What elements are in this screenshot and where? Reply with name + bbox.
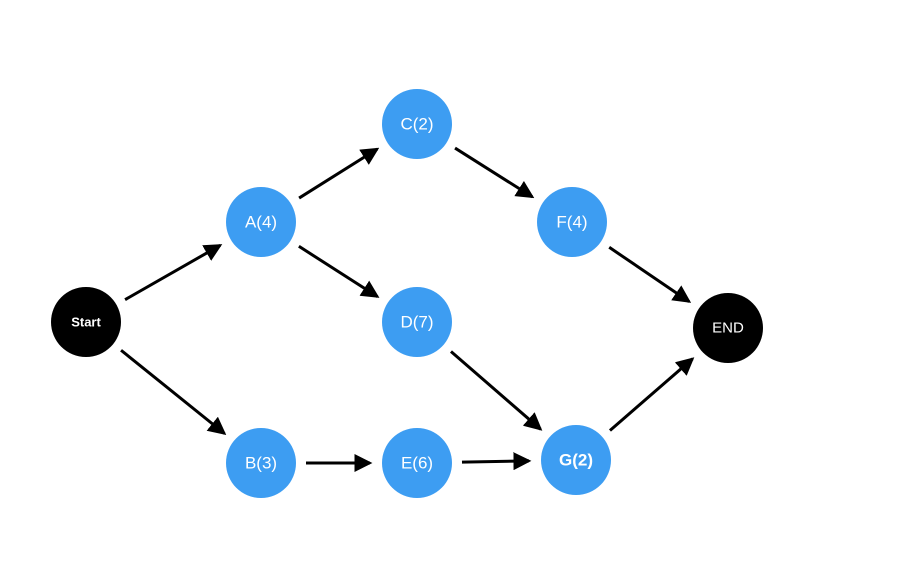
edge-d-to-g	[450, 350, 543, 431]
node-a-label: A(4)	[245, 213, 277, 232]
node-start: Start	[51, 287, 121, 357]
node-c-label: C(2)	[400, 115, 433, 134]
node-f-label: F(4)	[556, 213, 587, 232]
edge-start-to-a	[124, 244, 223, 301]
edges-layer	[120, 146, 695, 472]
node-a-circle	[226, 187, 296, 257]
node-f: F(4)	[537, 187, 607, 257]
node-d-label: D(7)	[400, 313, 433, 332]
node-c: C(2)	[382, 89, 452, 159]
node-e-circle	[382, 428, 452, 498]
node-e: E(6)	[382, 428, 452, 498]
node-g-circle	[541, 425, 611, 495]
node-e-label: E(6)	[401, 454, 433, 473]
node-g-label: G(2)	[559, 451, 593, 470]
node-g: G(2)	[541, 425, 611, 495]
edge-f-to-end	[608, 246, 692, 303]
edge-start-to-b	[120, 349, 227, 436]
edge-c-to-f	[454, 146, 535, 199]
edge-e-to-g	[461, 452, 532, 471]
edge-a-to-d	[298, 245, 380, 298]
node-end: END	[693, 293, 763, 363]
node-b-label: B(3)	[245, 454, 277, 473]
node-b: B(3)	[226, 428, 296, 498]
edge-g-to-end	[608, 357, 695, 432]
node-start-circle	[51, 287, 121, 357]
edge-a-to-c	[298, 147, 380, 200]
node-b-circle	[226, 428, 296, 498]
node-end-label: END	[712, 320, 744, 337]
node-start-label: Start	[71, 315, 101, 330]
node-end-circle	[693, 293, 763, 363]
node-d: D(7)	[382, 287, 452, 357]
node-a: A(4)	[226, 187, 296, 257]
node-f-circle	[537, 187, 607, 257]
node-d-circle	[382, 287, 452, 357]
node-c-circle	[382, 89, 452, 159]
nodes-layer: Start A(4) B(3) C(2) D(7) E(6) F(4) G(2) END	[51, 89, 763, 498]
